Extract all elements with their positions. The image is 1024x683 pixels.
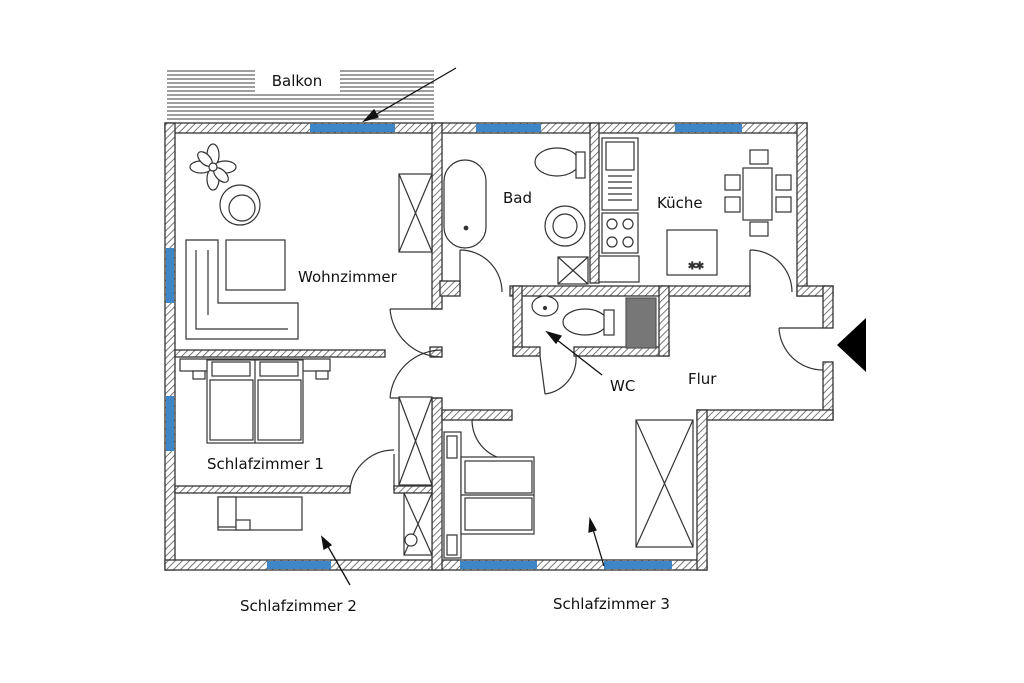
double-bed	[460, 456, 535, 535]
window	[267, 561, 331, 569]
windows	[166, 124, 742, 569]
bathtub	[443, 159, 487, 249]
window	[460, 561, 537, 569]
window	[166, 396, 174, 451]
door-kueche	[749, 249, 793, 293]
label-bad: Bad	[503, 189, 532, 207]
label-flur: Flur	[688, 370, 717, 388]
schlafzimmer2-furniture	[217, 492, 433, 556]
toilet	[534, 147, 586, 179]
label-wc: WC	[610, 377, 635, 395]
door-schlafzimmer3	[471, 419, 513, 461]
wardrobe	[398, 396, 433, 486]
heating	[625, 297, 657, 349]
label-kueche: Küche	[657, 194, 703, 212]
label-balkon: Balkon	[272, 72, 323, 90]
washbasin	[544, 205, 586, 247]
window	[166, 248, 174, 303]
schlafzimmer1-furniture	[179, 358, 433, 486]
label-wohnzimmer: Wohnzimmer	[298, 268, 398, 286]
schlafzimmer3-furniture	[443, 419, 694, 559]
door-bad	[459, 249, 503, 293]
door-wc	[539, 355, 577, 395]
label-schlafzimmer3: Schlafzimmer 3	[553, 595, 670, 613]
sink	[601, 137, 639, 211]
bad-furniture	[443, 147, 589, 285]
label-schlafzimmer1: Schlafzimmer 1	[207, 455, 324, 473]
door-wohnzimmer	[389, 308, 443, 358]
wardrobe	[398, 173, 433, 253]
inner-walls	[174, 122, 751, 571]
leader-arrows	[321, 67, 605, 586]
label-schlafzimmer2: Schlafzimmer 2	[240, 597, 357, 615]
counter	[598, 255, 640, 283]
door-schlafzimmer2	[349, 449, 395, 491]
stove	[601, 212, 639, 254]
wardrobe	[403, 492, 433, 556]
balcony: Balkon	[167, 66, 434, 123]
wohnzimmer-furniture	[185, 143, 433, 340]
kitchen-cabinet	[666, 229, 718, 276]
stove-mark: **	[689, 259, 705, 277]
dining-table	[724, 149, 792, 237]
entrance-arrow-icon	[837, 318, 866, 372]
shower-drain	[557, 256, 589, 285]
wardrobe	[635, 419, 694, 548]
window	[675, 124, 742, 132]
armchair	[219, 184, 261, 226]
room-labels: Bad Küche Wohnzimmer WC Flur Schlafzimme…	[207, 189, 717, 615]
door-entrance	[778, 327, 824, 371]
window	[476, 124, 541, 132]
plant-icon	[189, 143, 237, 191]
kueche-furniture: **	[598, 137, 792, 283]
window	[604, 561, 672, 569]
double-bed	[206, 359, 304, 444]
coffee-table	[225, 239, 286, 291]
window	[310, 124, 395, 132]
wc-furniture	[531, 295, 657, 349]
